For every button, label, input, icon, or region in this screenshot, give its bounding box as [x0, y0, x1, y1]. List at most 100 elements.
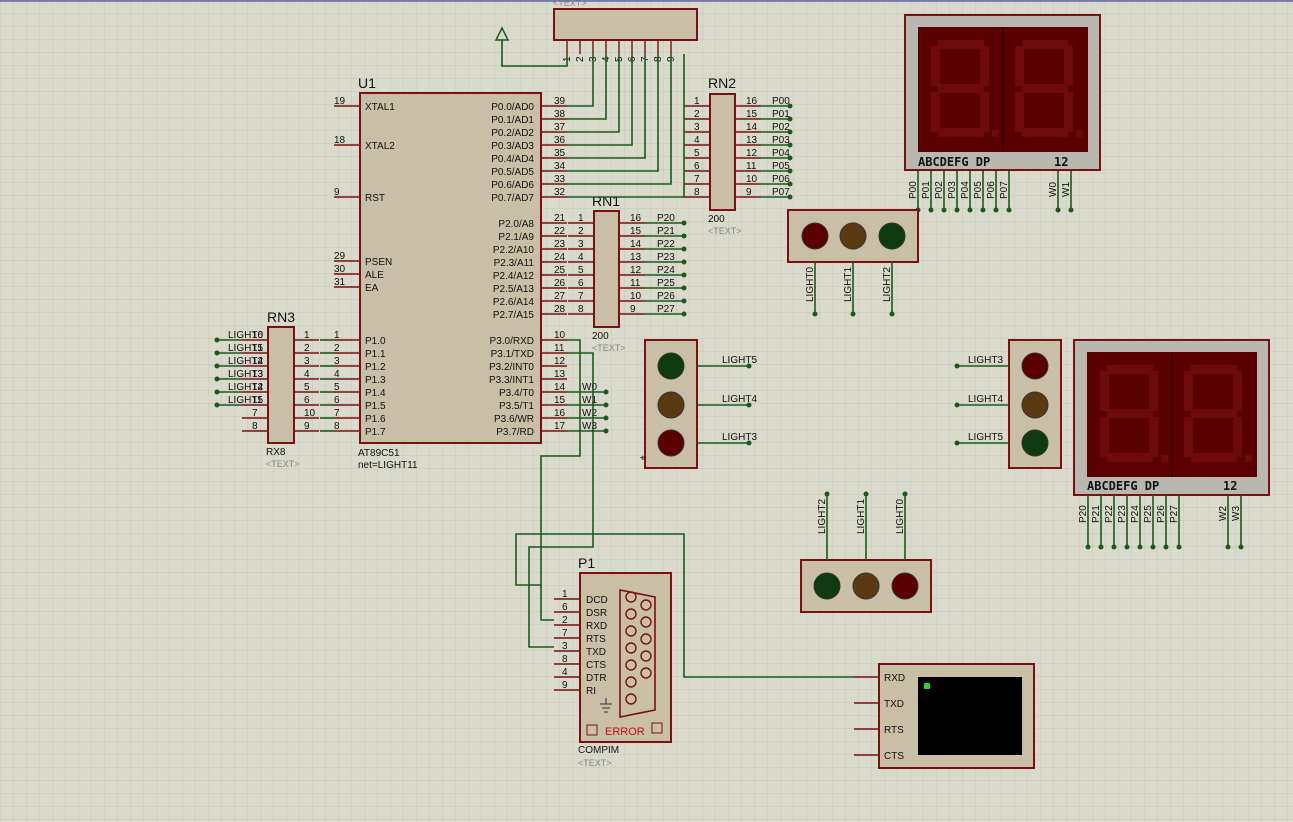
- rn1-pin-number-left: 5: [578, 265, 584, 276]
- segment: [1149, 417, 1158, 457]
- segment: [1022, 84, 1068, 93]
- decimal-point: [1245, 455, 1252, 462]
- junction-dot: [1055, 207, 1061, 213]
- segment: [980, 46, 989, 86]
- display2-pin-label: P26: [1156, 505, 1167, 523]
- u1-pin-name: P1.7: [365, 427, 386, 438]
- u1-pin-name: ALE: [365, 270, 384, 281]
- display1-digits: 12: [1054, 155, 1068, 169]
- rn1-pin-number-right: 9: [630, 304, 636, 315]
- rn2-pin-number-left: 3: [694, 122, 700, 133]
- rn2-pin-number-right: 10: [746, 174, 758, 185]
- junction-dot: [1068, 207, 1074, 213]
- rn2-pin-number-left: 2: [694, 109, 700, 120]
- rn1-pin-number-left: 1: [578, 213, 584, 224]
- u1-microcontroller[interactable]: U1 19XTAL118XTAL29RST29PSEN30ALE31EA1P1.…: [334, 75, 609, 471]
- u1-pin-number: 1: [334, 330, 340, 341]
- db9-pin-hole: [625, 591, 637, 603]
- display2-digits: 12: [1223, 479, 1237, 493]
- rn3-text: <TEXT>: [266, 459, 300, 469]
- db9-pin-hole: [640, 633, 652, 645]
- u1-pin-name: P3.4/T0: [499, 388, 534, 399]
- segment: [938, 84, 984, 93]
- p1-pin-number: 9: [562, 680, 568, 691]
- rn3-pin-number-right: 3: [304, 356, 310, 367]
- junction-dot: [681, 246, 687, 252]
- u1-pin-number: 27: [554, 291, 566, 302]
- light-label: LIGHT2: [882, 267, 893, 302]
- junction-dot: [850, 311, 856, 317]
- u1-pin-name: P2.2/A10: [493, 245, 535, 256]
- u1-pin-number: 23: [554, 239, 566, 250]
- junction-dot: [941, 207, 947, 213]
- u1-pin-name: P2.1/A9: [498, 232, 534, 243]
- p1-pin-name: RI: [586, 686, 596, 697]
- junction-dot: [980, 207, 986, 213]
- junction-dot: [787, 129, 793, 135]
- u1-net: net=LIGHT11: [358, 460, 418, 471]
- rn2-pin-number-right: 9: [746, 187, 752, 198]
- rn1-pin-number-left: 3: [578, 239, 584, 250]
- rn1-pin-number-left: 2: [578, 226, 584, 237]
- light-label: LIGHT3: [722, 432, 757, 443]
- u1-pin-name: P1.4: [365, 388, 386, 399]
- rn2-net-label: P01: [772, 109, 790, 120]
- u1-pin-number: 37: [554, 122, 566, 133]
- decimal-point: [1076, 130, 1083, 137]
- u1-pin-number: 21: [554, 213, 566, 224]
- rn2-net-label: P06: [772, 174, 790, 185]
- rn2-ref: RN2: [708, 75, 736, 91]
- junction-dot: [1111, 544, 1117, 550]
- db9-pin-hole: [625, 625, 637, 637]
- rn2-net-label: P04: [772, 148, 790, 159]
- display2-select-label: W3: [1231, 506, 1242, 521]
- u1-pin-name: P2.5/A13: [493, 284, 535, 295]
- junction-dot: [787, 168, 793, 174]
- junction-dot: [214, 350, 220, 356]
- light-label: LIGHT1: [856, 499, 867, 534]
- u1-pin-name: P0.0/AD0: [491, 102, 534, 113]
- terminal-pin-name: TXD: [884, 699, 904, 710]
- junction-dot: [928, 207, 934, 213]
- display1-pin-label: P06: [986, 181, 997, 199]
- u1-pin-name: PSEN: [365, 257, 392, 268]
- junction-dot: [681, 311, 687, 317]
- u1-pin-number: 39: [554, 96, 566, 107]
- u1-pin-name: P3.5/T1: [499, 401, 534, 412]
- u1-pin-number: 4: [334, 369, 340, 380]
- p1-pin-name: DTR: [586, 673, 607, 684]
- junction-dot: [214, 337, 220, 343]
- rn3-net-label: LIGHT0: [228, 330, 263, 341]
- rn1-net-label: P22: [657, 239, 675, 250]
- p1-text: <TEXT>: [578, 758, 612, 768]
- display2-pin-label: P22: [1104, 505, 1115, 523]
- rn1-net-label: P27: [657, 304, 675, 315]
- segment: [1233, 417, 1242, 457]
- p1-pin-name: DCD: [586, 595, 608, 606]
- u1-pin-number: 6: [334, 395, 340, 406]
- u1-pin-name: EA: [365, 283, 379, 294]
- w-net-label: W1: [582, 395, 597, 406]
- rn1-pin-number-right: 11: [630, 278, 641, 289]
- segment: [1064, 92, 1073, 132]
- db9-pin-hole: [625, 659, 637, 671]
- rn3-pin-number-right: 4: [304, 369, 310, 380]
- u1-pin-name: RST: [365, 193, 385, 204]
- p1-pin-number: 6: [562, 602, 568, 613]
- header-text: <TEXT>: [553, 0, 587, 8]
- display1-pin-label: P02: [934, 181, 945, 199]
- u1-pin-number: 13: [554, 369, 566, 380]
- rn1-net-label: P23: [657, 252, 675, 263]
